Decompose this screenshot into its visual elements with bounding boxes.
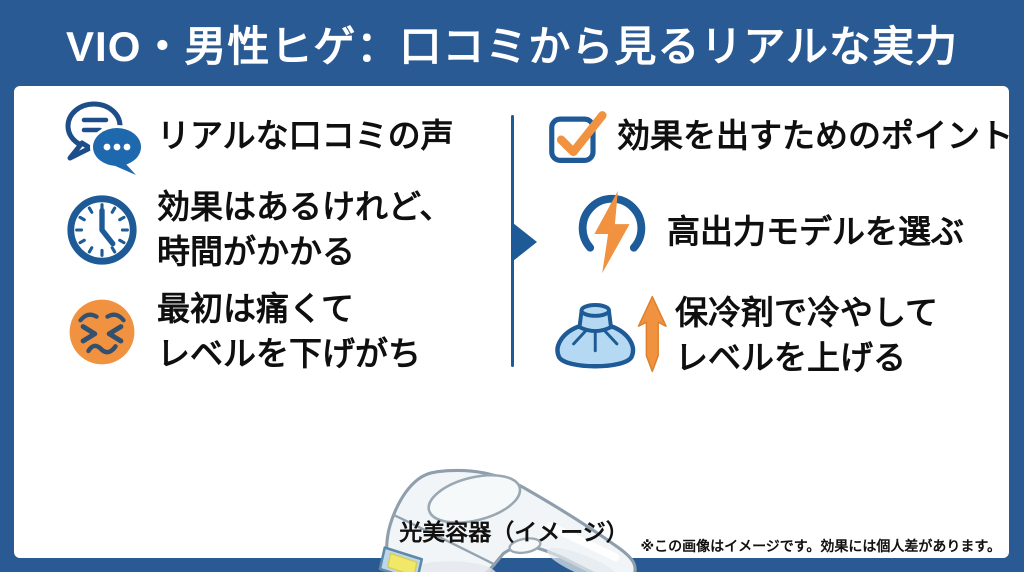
point-cooling-line1: 保冷剤で冷やして — [675, 294, 939, 332]
review-time-line1: 効果はあるけれど、 — [157, 188, 453, 226]
review-time-text: 効果はあるけれど、 時間がかかる — [157, 185, 452, 275]
device-illustration — [378, 468, 637, 572]
page-title: VIO・男性ヒゲ：口コミから見るリアルな実力 — [66, 22, 958, 70]
point-cooling-line2: レベルを上げる — [675, 339, 906, 376]
review-item-pain: 最初は痛くて レベルを下げがち — [57, 290, 421, 374]
review-voice-heading: リアルな口コミの声 — [57, 94, 454, 178]
point-item-power: 高出力モデルを選ぶ — [569, 187, 964, 277]
review-item-time: 効果はあるけれど、 時間がかかる — [57, 188, 452, 272]
ice-pack-icon — [555, 303, 636, 369]
persevering-face-icon — [57, 296, 147, 368]
review-pain-text: 最初は痛くて レベルを下げがち — [157, 287, 421, 377]
up-arrow-icon — [637, 295, 667, 373]
review-voice-label: リアルな口コミの声 — [157, 116, 454, 154]
clock-icon — [57, 191, 147, 269]
point-cooling-text: 保冷剤で冷やして レベルを上げる — [675, 291, 938, 381]
ice-pack-up-icon — [551, 294, 669, 378]
review-pain-line1: 最初は痛くて — [157, 290, 355, 328]
review-time-line2: 時間がかかる — [157, 233, 355, 270]
chat-bubbles-icon — [57, 96, 147, 176]
high-power-icon — [569, 187, 655, 277]
review-pain-line2: レベルを下げがち — [157, 335, 421, 372]
content-card: リアルな口コミの声 — [14, 86, 1013, 572]
point-power-label: 高出力モデルを選ぶ — [667, 212, 964, 250]
disclaimer-note: ※この画像はイメージです。効果には個人差があります。 — [640, 538, 1001, 554]
points-heading-label: 効果を出すためのポイント — [617, 116, 1013, 154]
column-divider — [511, 115, 514, 367]
point-item-cooling: 保冷剤で冷やして レベルを上げる — [551, 290, 938, 382]
device-caption: 光美容器（イメージ） — [399, 519, 629, 545]
divider-arrow-icon — [513, 223, 537, 261]
checkbox-icon — [548, 107, 608, 165]
points-heading: 効果を出すためのポイント — [548, 105, 1013, 167]
